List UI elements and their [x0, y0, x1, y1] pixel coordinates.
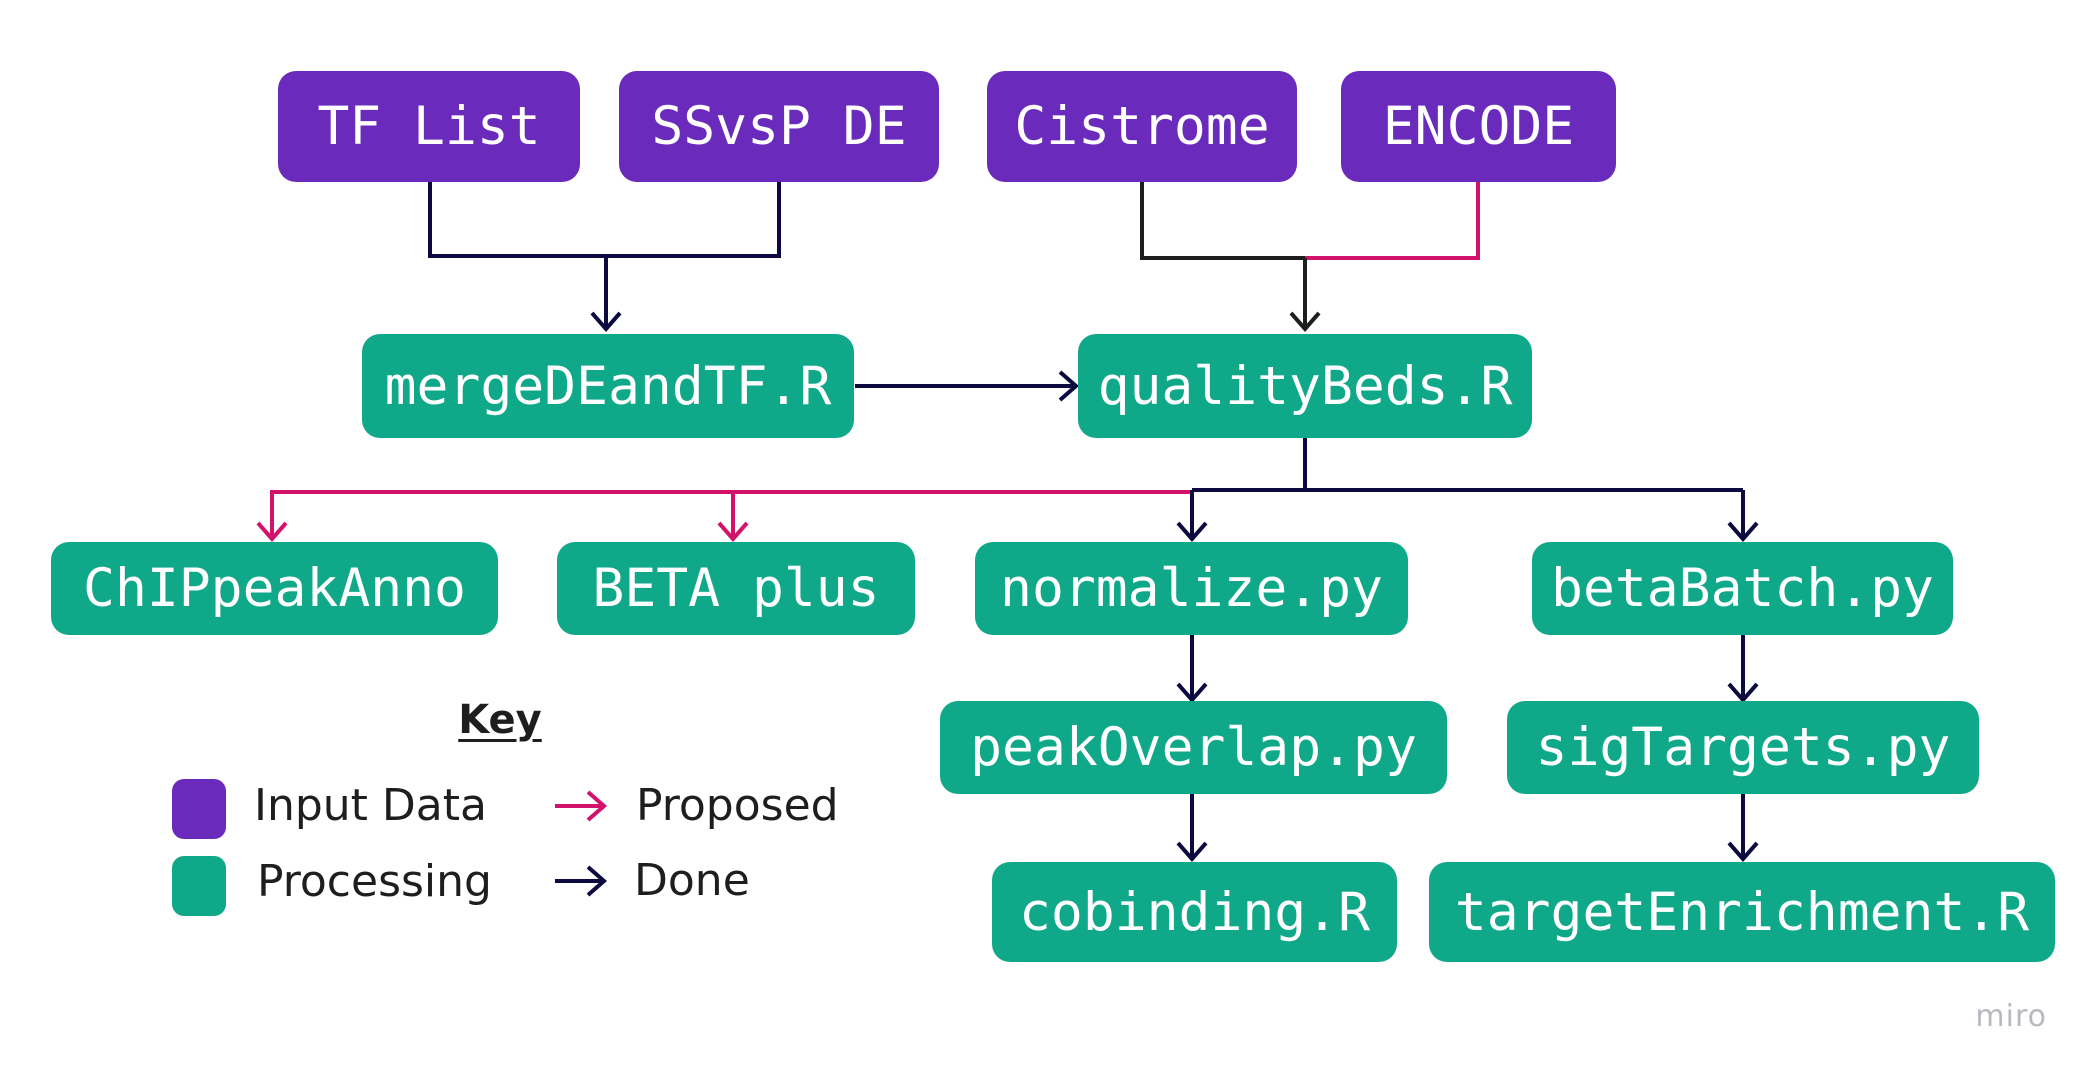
- node-quality-beds-label: qualityBeds.R: [1097, 355, 1513, 417]
- arrowhead-targetenrichment: [1727, 841, 1759, 863]
- node-target-enrichment[interactable]: targetEnrichment.R: [1429, 862, 2055, 962]
- node-cistrome[interactable]: Cistrome: [987, 71, 1297, 182]
- node-chippeakanno-label: ChIPpeakAnno: [83, 558, 466, 619]
- arrowhead-merge-in: [590, 311, 622, 333]
- node-cobinding-label: cobinding.R: [1019, 881, 1370, 943]
- node-beta-batch-label: betaBatch.py: [1551, 558, 1934, 619]
- node-peak-overlap-label: peakOverlap.py: [970, 717, 1417, 778]
- node-encode-label: ENCODE: [1382, 96, 1575, 157]
- node-ssvsp-de-label: SSvsP DE: [651, 96, 907, 157]
- edge-tflist-merge: [428, 182, 606, 258]
- edge-cistrome-quality: [1140, 182, 1305, 260]
- key-title: Key: [458, 697, 542, 743]
- arrowhead-normalize: [1176, 521, 1208, 543]
- edge-quality-proposed-bus: [270, 490, 1192, 536]
- node-encode[interactable]: ENCODE: [1341, 71, 1616, 182]
- key-input-swatch: [172, 779, 226, 839]
- key-done-arrow: [555, 865, 608, 897]
- node-chippeakanno[interactable]: ChIPpeakAnno: [51, 542, 498, 635]
- node-target-enrichment-label: targetEnrichment.R: [1454, 881, 2030, 943]
- arrowhead-cobinding: [1176, 841, 1208, 863]
- miro-watermark: miro: [1975, 999, 2047, 1034]
- node-beta-batch[interactable]: betaBatch.py: [1532, 542, 1953, 635]
- key-proposed-label: Proposed: [636, 780, 839, 831]
- node-normalize-label: normalize.py: [1000, 558, 1383, 619]
- arrowhead-merge-quality: [1058, 370, 1080, 402]
- node-beta-plus-label: BETA plus: [592, 558, 880, 619]
- arrowhead-peakoverlap: [1176, 682, 1208, 704]
- node-normalize[interactable]: normalize.py: [975, 542, 1408, 635]
- key-proposed-arrow: [555, 790, 608, 822]
- key-done-label: Done: [634, 855, 750, 906]
- edge-encode-quality: [1305, 182, 1480, 260]
- edge-quality-done-bus: [1192, 438, 1743, 492]
- node-cobinding[interactable]: cobinding.R: [992, 862, 1397, 962]
- node-peak-overlap[interactable]: peakOverlap.py: [940, 701, 1447, 794]
- node-tf-list[interactable]: TF List: [278, 71, 580, 182]
- node-merge-de-and-tf-label: mergeDEandTF.R: [384, 355, 832, 417]
- node-merge-de-and-tf[interactable]: mergeDEandTF.R: [362, 334, 854, 438]
- arrowhead-betabatch: [1727, 521, 1759, 543]
- key-processing-label: Processing: [257, 856, 492, 907]
- node-tf-list-label: TF List: [317, 96, 541, 157]
- node-ssvsp-de[interactable]: SSvsP DE: [619, 71, 939, 182]
- node-quality-beds[interactable]: qualityBeds.R: [1078, 334, 1532, 438]
- arrowhead-betaplus: [717, 521, 749, 543]
- arrowhead-chippeakanno: [256, 521, 288, 543]
- node-cistrome-label: Cistrome: [1014, 96, 1270, 157]
- arrowhead-sigtargets: [1727, 682, 1759, 704]
- key-processing-swatch: [172, 856, 226, 916]
- edge-ssvspde-merge: [606, 182, 781, 258]
- key-input-label: Input Data: [254, 780, 487, 831]
- node-sig-targets-label: sigTargets.py: [1535, 717, 1951, 778]
- node-beta-plus[interactable]: BETA plus: [557, 542, 915, 635]
- node-sig-targets[interactable]: sigTargets.py: [1507, 701, 1979, 794]
- arrowhead-quality-in: [1289, 311, 1321, 333]
